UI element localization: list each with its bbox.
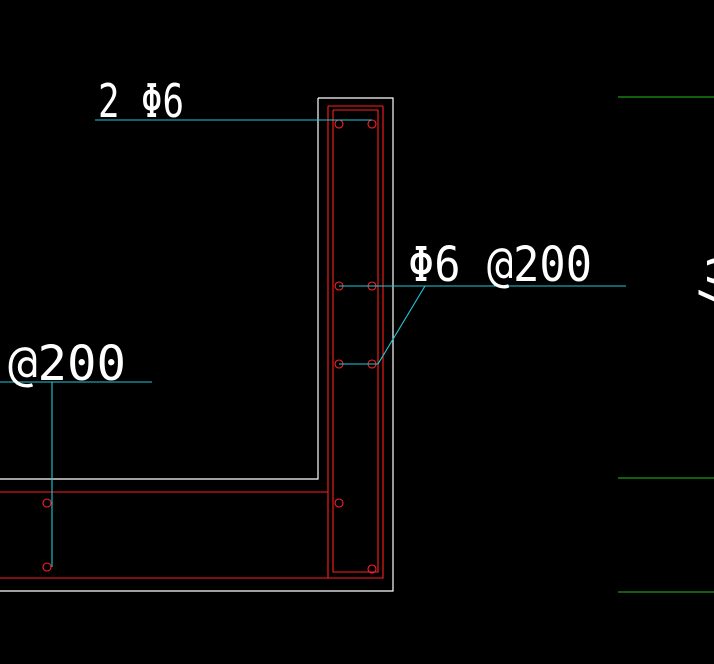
grid-lines [618,96,714,593]
rebar-dot [42,562,52,572]
label-far-right: /ω [689,256,714,316]
label-right: Φ6 @200 [408,237,592,293]
leader-lines [0,119,626,567]
rebar-lines [0,105,384,579]
rebar-dot [367,564,377,574]
label-top-left: 2 Φ6 [98,74,184,128]
concrete-outline [0,97,394,592]
rebar-dots [42,119,377,574]
label-left: @200 [8,336,126,392]
rebar-dot [42,498,52,508]
rebar-dot [334,498,344,508]
